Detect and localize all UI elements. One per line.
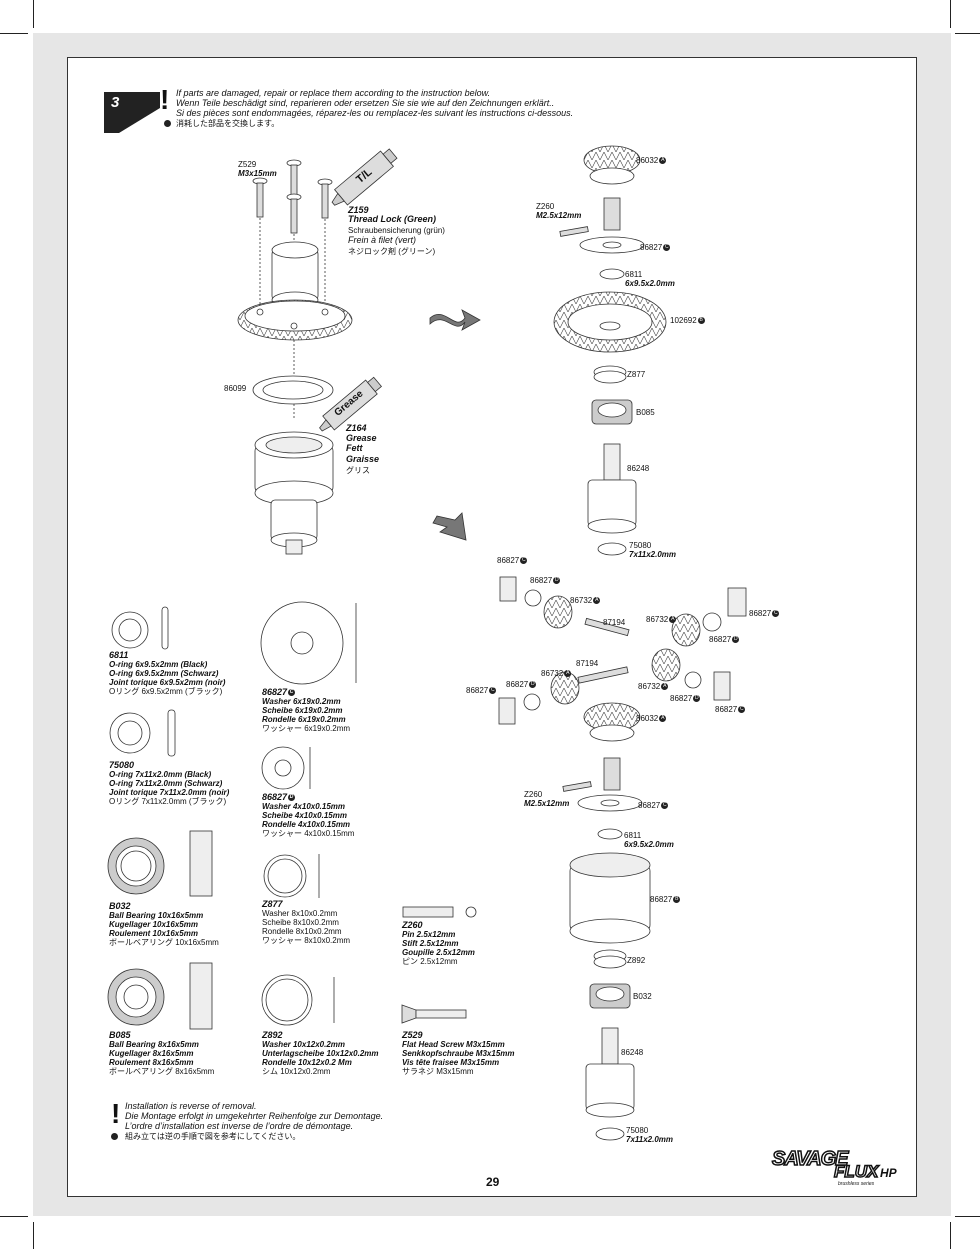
crop-mark [33,1222,34,1249]
washer-z892-label: Z892 [627,956,646,965]
grease-jp: グリス [346,466,370,475]
oring2-code: 75080 [626,1126,649,1135]
crop-mark [0,33,28,34]
notice-line-jp: 消耗した部品を交換します。 [176,119,280,128]
oring-code: 6811 [624,831,642,840]
pin-size: M2.5x12mm [536,211,582,220]
notice-line-en: If parts are damaged, repair or replace … [176,88,491,98]
install-note-de: Die Montage erfolgt in umgekehrter Reihe… [125,1111,384,1121]
part-desc-z892: Z892 Washer 10x12x0.2mm Unterlagscheibe … [262,1030,379,1077]
threadlock-code: Z159 [348,205,369,215]
part-desc-75080: 75080 O-ring 7x11x2.0mm (Black) O-ring 7… [109,760,230,807]
oring2-size: 7x11x2.0mm [629,550,676,559]
part-desc-6811: 6811 O-ring 6x9.5x2mm (Black) O-ring 6x9… [109,650,226,697]
grease-de: Fett [346,443,363,453]
part-desc-z260: Z260 Pin 2.5x12mm Stift 2.5x12mm Goupill… [402,920,475,967]
oring2-size: 7x11x2.0mm [626,1135,673,1144]
oring-size: 6x9.5x2.0mm [624,840,674,849]
step-number: 3 [111,94,120,111]
shaft-label: 87194 [576,659,599,668]
grease-code: Z164 [346,423,367,433]
grease-fr: Graisse [346,454,380,464]
crop-mark [950,0,951,28]
notice-line-fr: Si des pièces sont endommagées, réparez-… [176,108,574,118]
savage-flux-logo: SAVAGE FLUX HP brushless series [771,1147,897,1187]
screw-code-label: Z529 [238,160,257,169]
bearing-b085-label: B085 [636,408,655,417]
pin-code: Z260 [524,790,543,799]
threadlock-jp: ネジロック剤 (グリーン) [348,247,436,256]
part-desc-b032: B032 Ball Bearing 10x16x5mm Kugellager 1… [109,901,219,948]
notice-line-de: Wenn Teile beschädigt sind, reparieren o… [176,98,555,108]
part-desc-b085: B085 Ball Bearing 8x16x5mm Kugellager 8x… [109,1030,215,1077]
threadlock-fr: Frein à filet (vert) [348,235,417,245]
crop-mark [955,1216,980,1217]
install-note-jp: 組み立ては逆の手順で図を参考にしてください。 [125,1132,301,1141]
bullet-icon [164,120,171,127]
gasket-code: 86099 [224,384,247,393]
part-desc-z877: Z877 Washer 8x10x0.2mm Scheibe 8x10x0.2m… [262,899,351,946]
oring-code: 6811 [625,270,643,279]
bullet-icon [111,1133,118,1140]
oring-size: 6x9.5x2.0mm [625,279,675,288]
threadlock-en: Thread Lock (Green) [348,214,437,224]
instruction-panel [67,57,917,1197]
crop-mark [955,33,980,34]
pin-size: M2.5x12mm [524,799,570,808]
warning-exclamation-icon: ! [160,84,170,115]
warning-exclamation-icon: ! [111,1098,121,1129]
bearing-b032-label: B032 [633,992,652,1001]
crop-mark [0,1216,28,1217]
threadlock-de: Schraubensicherung (grün) [348,226,445,235]
crop-mark [950,1222,951,1249]
install-note-fr: L’ordre d’installation est inverse de l’… [125,1121,354,1131]
outdrive-label: 86248 [621,1048,644,1057]
install-note-en: Installation is reverse of removal. [125,1101,257,1111]
part-desc-z529: Z529 Flat Head Screw M3x15mm Senkkopfsch… [402,1030,515,1077]
oring2-code: 75080 [629,541,652,550]
outdrive-label: 86248 [627,464,650,473]
screw-size-label: M3x15mm [238,169,277,178]
pin-code: Z260 [536,202,555,211]
crop-mark [33,0,34,28]
grease-en: Grease [346,433,377,443]
washer-z877-label: Z877 [627,370,646,379]
page-number: 29 [486,1175,500,1189]
shaft-label: 87194 [603,618,626,627]
